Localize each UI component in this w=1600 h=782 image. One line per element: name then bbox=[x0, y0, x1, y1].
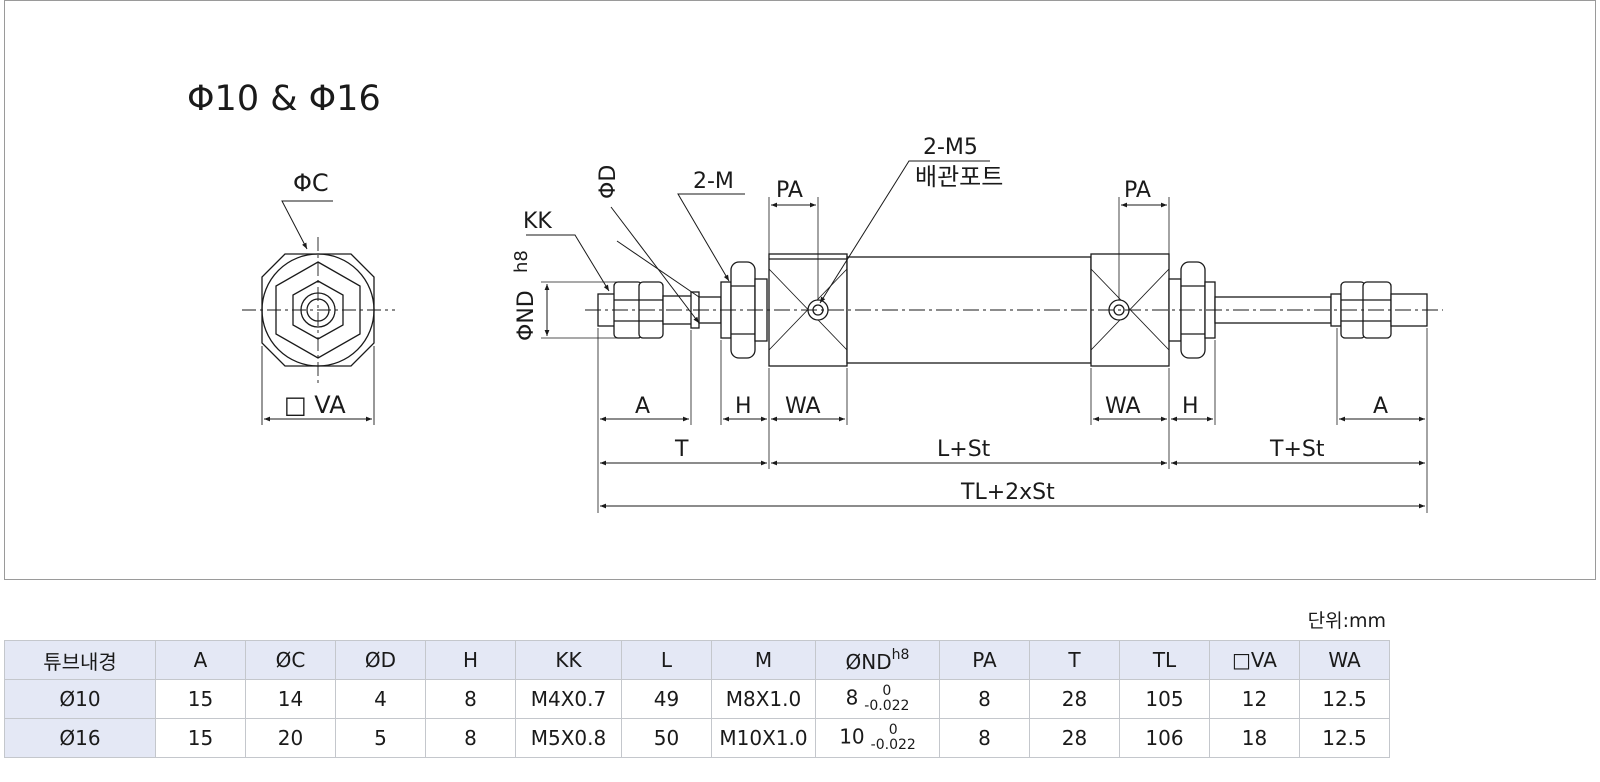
cell-a: 15 bbox=[155, 718, 246, 758]
cell-t: 28 bbox=[1029, 679, 1120, 719]
cell-h: 8 bbox=[425, 679, 516, 719]
spec-table: 튜브내경 A ØC ØD H KK L M ØNDh8 PA T TL □VA … bbox=[4, 640, 1390, 758]
header-kk: KK bbox=[515, 640, 622, 680]
label-phi-d: ΦD bbox=[596, 165, 621, 199]
label-pa-right: PA bbox=[1124, 178, 1151, 203]
cell-wa: 12.5 bbox=[1299, 718, 1390, 758]
label-2-m: 2-M bbox=[693, 169, 734, 194]
leader-kk bbox=[526, 234, 610, 292]
header-tl: TL bbox=[1119, 640, 1210, 680]
label-t-st: T+St bbox=[1269, 437, 1325, 462]
label-l-st: L+St bbox=[937, 437, 991, 462]
cell-d: 4 bbox=[335, 679, 426, 719]
label-a-left: A bbox=[635, 394, 650, 419]
label-a-right: A bbox=[1373, 394, 1388, 419]
label-h-right: H bbox=[1182, 394, 1199, 419]
cell-c: 20 bbox=[245, 718, 336, 758]
header-va: □VA bbox=[1209, 640, 1300, 680]
leader-2-m bbox=[677, 193, 745, 282]
front-view bbox=[242, 200, 395, 425]
cell-kk: M5X0.8 bbox=[515, 718, 622, 758]
header-nd: ØNDh8 bbox=[815, 640, 940, 680]
cell-va: 18 bbox=[1209, 718, 1300, 758]
cell-tl: 105 bbox=[1119, 679, 1210, 719]
label-port-name: 배관포트 bbox=[915, 163, 1003, 191]
leader-phi-d-1 bbox=[610, 206, 700, 324]
cell-va: 12 bbox=[1209, 679, 1300, 719]
cell-c: 14 bbox=[245, 679, 336, 719]
label-h8: h8 bbox=[511, 250, 532, 273]
label-tl-2st: TL+2xSt bbox=[960, 480, 1055, 505]
cell-tl: 106 bbox=[1119, 718, 1210, 758]
cell-pa: 8 bbox=[939, 718, 1030, 758]
nd-tolerance: 0-0.022 bbox=[870, 722, 916, 753]
cell-wa: 12.5 bbox=[1299, 679, 1390, 719]
header-a: A bbox=[155, 640, 246, 680]
label-2-m5: 2-M5 bbox=[923, 135, 978, 160]
header-m: M bbox=[711, 640, 816, 680]
cell-pa: 8 bbox=[939, 679, 1030, 719]
header-nd-sup: h8 bbox=[891, 646, 910, 663]
leader-phi-c bbox=[281, 200, 333, 250]
cell-kk: M4X0.7 bbox=[515, 679, 622, 719]
cell-l: 50 bbox=[621, 718, 712, 758]
leader-phi-d-2 bbox=[616, 240, 700, 298]
label-phi-nd: ΦND bbox=[514, 290, 539, 341]
technical-drawing: Φ10 & Φ16 ΦC □ VA bbox=[187, 79, 1443, 513]
label-wa-left: WA bbox=[785, 394, 821, 419]
leader-2-m5 bbox=[819, 160, 990, 304]
header-bore: 튜브내경 bbox=[4, 640, 156, 680]
label-t: T bbox=[674, 437, 689, 462]
drawing-title: Φ10 & Φ16 bbox=[187, 79, 381, 119]
cell-d: 5 bbox=[335, 718, 426, 758]
label-kk: KK bbox=[523, 209, 552, 234]
header-pa: PA bbox=[939, 640, 1030, 680]
header-wa: WA bbox=[1299, 640, 1390, 680]
cell-m: M10X1.0 bbox=[711, 718, 816, 758]
label-square-va: □ VA bbox=[284, 391, 346, 419]
cell-bore: Ø10 bbox=[4, 679, 156, 719]
label-pa-left: PA bbox=[776, 178, 803, 203]
table-header-row: 튜브내경 A ØC ØD H KK L M ØNDh8 PA T TL □VA … bbox=[4, 640, 1390, 680]
cell-bore: Ø16 bbox=[4, 718, 156, 758]
header-h: H bbox=[425, 640, 516, 680]
label-phi-c: ΦC bbox=[293, 169, 329, 197]
header-d: ØD bbox=[335, 640, 426, 680]
cell-l: 49 bbox=[621, 679, 712, 719]
label-h-left: H bbox=[735, 394, 752, 419]
header-l: L bbox=[621, 640, 712, 680]
label-wa-right: WA bbox=[1105, 394, 1141, 419]
unit-label: 단위:mm bbox=[1307, 610, 1386, 632]
cell-m: M8X1.0 bbox=[711, 679, 816, 719]
cell-t: 28 bbox=[1029, 718, 1120, 758]
header-t: T bbox=[1029, 640, 1120, 680]
header-c: ØC bbox=[245, 640, 336, 680]
cell-h: 8 bbox=[425, 718, 516, 758]
drawing-panel: Φ10 & Φ16 ΦC □ VA bbox=[4, 0, 1596, 580]
cell-a: 15 bbox=[155, 679, 246, 719]
nd-tolerance: 0-0.022 bbox=[864, 683, 910, 714]
